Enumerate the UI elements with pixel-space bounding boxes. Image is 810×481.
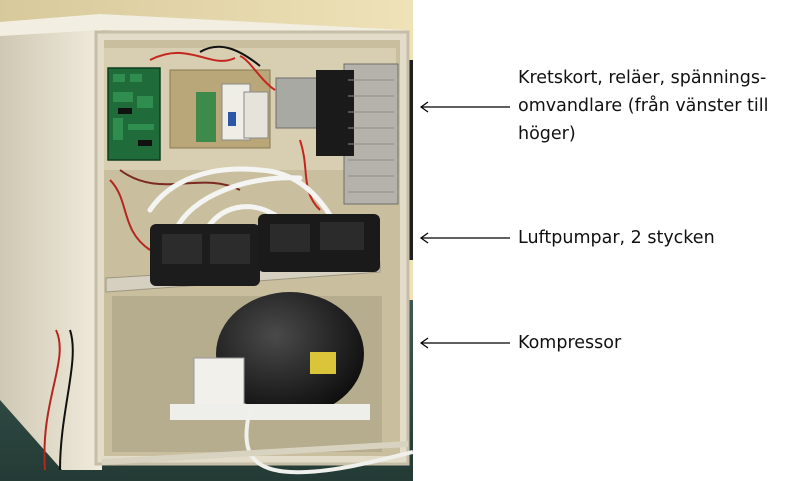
compressor-relay-box: [193, 357, 245, 411]
arrow-3-head: [419, 337, 429, 349]
compressor-base: [170, 404, 370, 420]
relay-blue-part: [228, 112, 236, 126]
cabinet-side-panel: [0, 18, 102, 470]
label-electronics-line-2: omvandlare (från vänster till: [518, 96, 769, 116]
arrow-1-head: [419, 101, 429, 113]
relay-white-2: [243, 91, 269, 139]
label-electronics-line-1: Kretskort, reläer, spännings-: [518, 68, 767, 88]
appliance-photo: [0, 0, 413, 481]
relay-green: [196, 92, 216, 142]
compressor-warning-label: [310, 352, 336, 374]
cabinet-base-edge: [101, 441, 409, 465]
converter-dark-block: [316, 70, 354, 156]
label-compressor-line-1: Kompressor: [518, 333, 622, 353]
label-electronics-line-3: höger): [518, 124, 576, 144]
label-compressor: Kompressor: [518, 329, 621, 357]
voltage-converter-small: [275, 77, 321, 129]
compressor: [216, 292, 364, 416]
air-pump-left: [150, 224, 260, 286]
air-pump-right: [258, 214, 380, 272]
label-air-pumps-line-1: Luftpumpar, 2 stycken: [518, 228, 715, 248]
label-electronics: Kretskort, reläer, spännings- omvandlare…: [518, 64, 768, 148]
arrow-2-head: [419, 232, 429, 244]
power-cable: [244, 409, 413, 475]
label-air-pumps: Luftpumpar, 2 stycken: [518, 224, 715, 252]
